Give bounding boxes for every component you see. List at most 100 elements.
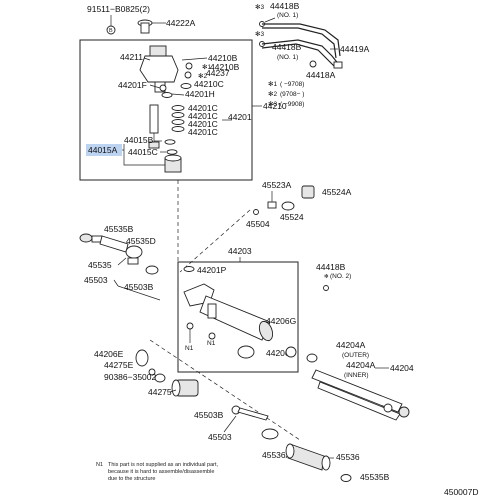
label-44237: 44237 [206,68,230,78]
part-44201h [161,92,173,98]
label-44201f: 44201F [118,80,147,90]
bracket-44015a [123,144,168,166]
part-44222a-bolt [137,19,153,34]
part-45503b-nut [145,265,159,275]
part-44211-housing [139,45,179,93]
part-44275e [148,368,156,376]
label-45503-b: 45503 [208,432,232,442]
label-45524a: 45524A [322,187,352,197]
leader-44201h [171,93,185,96]
n1-mark-a: N1 [185,345,194,352]
label-44210c-a: 44210C [194,79,224,89]
part-44419a-pipe [261,23,343,69]
part-44015a-seal [164,154,182,173]
label-44201c-4: 44201C [188,127,218,137]
label-44201: 44201 [228,112,252,122]
part-45503-inner-rod [231,405,269,421]
leader-44275 [169,389,177,393]
n1-mark-b: N1 [207,340,216,347]
label-44418a: 44418A [306,70,336,80]
label-44204a-inner-note: (INNER) [344,372,369,379]
label-45536: 45536 [336,452,360,462]
part-44418b-no2 [323,285,329,291]
footnote-line-3: due to the structure [108,476,155,482]
label-44419a: 44419A [340,44,370,54]
label-44204a-inner: 44204A [346,360,376,370]
label-45535b-b: 45535B [360,472,390,482]
legend-mark-3: ✻3 [268,100,277,108]
part-44204-rack-bar [306,353,410,421]
legend-text-2: (9708− ) [280,91,304,98]
part-44201f [159,84,167,92]
label-44418b-top: 44418B [270,1,300,11]
label-44015c: 44015C [128,147,158,157]
label-44206e-left: 44206E [94,349,124,359]
part-n1-bolt-a [186,322,194,330]
rod-45503-upper [117,285,161,301]
part-45535b-b [340,474,352,482]
label-44201c-2: 44201C [188,111,218,121]
label-44201c-1: 44201C [188,103,218,113]
legend-text-3: ( −9908) [280,101,304,108]
legend-mark-2: ✻2 [268,90,277,98]
part-45536-boot [285,443,331,471]
leader-45503 [113,279,119,287]
highlight-44015a [86,144,122,156]
part-45523a [267,201,277,209]
label-44210: 44210 [263,101,287,111]
label-45535: 45535 [88,260,112,270]
label-44204: 44204 [390,363,414,373]
leader-45535 [117,257,127,266]
label-44201h: 44201H [185,89,215,99]
part-44237-seal [184,71,192,79]
part-44206e-right-seal [285,346,297,358]
valve-assembly-frame [79,39,253,181]
label-45535d: 45535D [126,236,156,246]
dashed-link-lower-left [149,339,301,441]
footnote-mark: N1 [96,462,103,468]
circle-b-label: B [109,28,113,34]
label-44015a[interactable]: 44015A [88,145,118,155]
legend-mark-1: ✻1 [268,80,277,88]
label-44418b-mid: 44418B [272,42,302,52]
leader-45503-b [223,415,237,433]
label-44204a-outer: 44204A [336,340,366,350]
star3-mark-mid: ✻3 [255,30,264,38]
label-44418b-no2: 44418B [316,262,346,272]
label-44211: 44211 [120,52,143,62]
label-44275e: 44275E [104,360,134,370]
diagram-id: 450007D [444,487,479,497]
star1-mark-44210b: ✻1 [202,63,211,71]
leader-44211 [143,57,151,61]
part-44201-valve-stack [148,104,185,149]
label-44418b-no2-note: (NO. 2) [330,273,351,280]
star-mark-44418b-no2: ✻ [324,273,329,280]
star2-mark-44237: ✻2 [198,72,207,80]
label-44210b-a: 44210B [208,53,238,63]
label-45523a: 45523A [262,180,292,190]
label-44275: 44275 [148,387,172,397]
part-44210c-ring [180,83,192,89]
part-44201p [183,266,195,272]
label-45503b-b: 45503B [194,410,224,420]
label-45524: 45524 [280,212,304,222]
label-90386: 90386−35002 [104,372,157,382]
label-91511-b0825: 91511−B0825(2) [87,4,150,14]
part-44203-rack-housing [183,283,274,342]
circle-b-marker [106,25,116,35]
part-44206e-right-ring [237,345,255,359]
label-45535b: 45535B [104,224,134,234]
label-44203: 44203 [228,246,252,256]
part-n1-bolt-b [208,332,216,340]
leader-44201f [149,84,161,89]
part-45504 [253,209,259,215]
part-45524-nut [281,201,295,211]
dashed-link-45504 [179,209,251,273]
part-44418a-fitting [309,60,317,68]
label-44201p: 44201P [197,265,227,275]
part-44275-cylinder [171,379,199,397]
part-44015b [164,139,176,145]
footnote-line-1: This part is not supplied as an individu… [108,462,219,468]
leader-44210b-a [181,57,208,61]
